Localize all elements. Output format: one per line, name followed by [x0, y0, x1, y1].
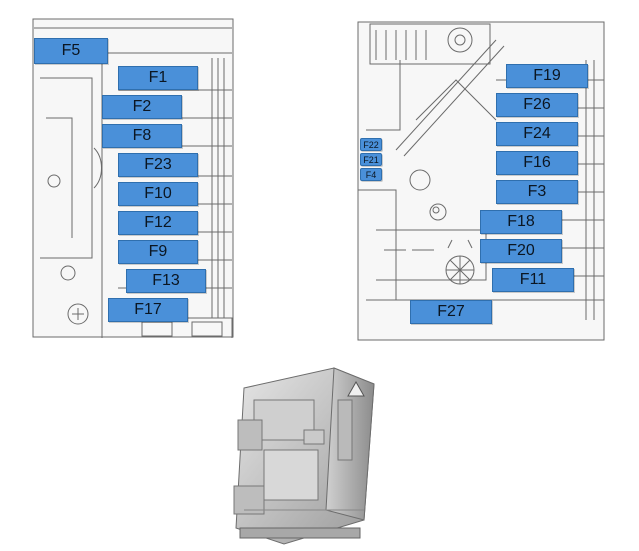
fuse-box-illustration: [233, 367, 375, 545]
fuse-box-3d-render: [214, 360, 390, 546]
fuse-f27: F27: [410, 300, 492, 324]
fuse-f19: F19: [506, 64, 588, 88]
fuse-f3: F3: [496, 180, 578, 204]
fuse-f2: F2: [102, 95, 182, 119]
right-fuse-panel: F19 F26 F24 F16 F3 F18 F20 F11 F27 F22 F…: [356, 20, 608, 342]
fuse-f24: F24: [496, 122, 578, 146]
fuse-f22: F22: [360, 138, 382, 151]
fuse-f23: F23: [118, 153, 198, 177]
fuse-f5: F5: [34, 38, 108, 64]
fuse-f20: F20: [480, 239, 562, 263]
fuse-f17: F17: [108, 298, 188, 322]
fuse-f13: F13: [126, 269, 206, 293]
fuse-f16: F16: [496, 151, 578, 175]
left-fuse-panel: F5 F1 F2 F8 F23 F10 F12 F9 F13 F17: [32, 18, 240, 340]
fuse-f11: F11: [492, 268, 574, 292]
fuse-f26: F26: [496, 93, 578, 117]
fuse-f1: F1: [118, 66, 198, 90]
fuse-f21: F21: [360, 153, 382, 166]
fuse-f18: F18: [480, 210, 562, 234]
fuse-f4: F4: [360, 168, 382, 181]
fuse-f8: F8: [102, 124, 182, 148]
fuse-f12: F12: [118, 211, 198, 235]
fuse-f10: F10: [118, 182, 198, 206]
fuse-f9: F9: [118, 240, 198, 264]
